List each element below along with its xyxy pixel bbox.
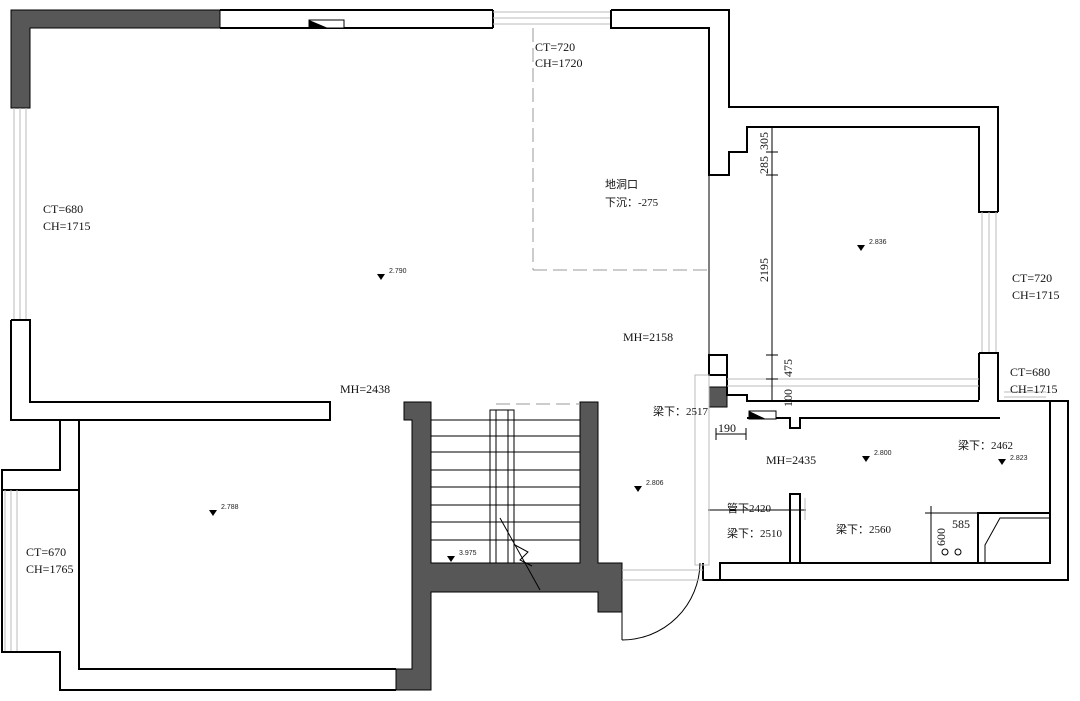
elev-bath: 2.800: [874, 450, 892, 457]
dim-600: 600: [934, 528, 948, 546]
level-marker-bedroom-right: [857, 245, 865, 251]
label-beam-2462: 梁下：2462: [958, 438, 1013, 452]
label-beam-2517: 梁下：2517: [653, 404, 708, 418]
level-marker-hall: [634, 486, 642, 492]
level-marker-stair: [447, 556, 455, 562]
column-stair: [395, 401, 623, 691]
label-beam-2510: 梁下：2510: [727, 526, 782, 540]
dim-305: 305: [757, 132, 771, 150]
elev-bedroom-left: 2.788: [221, 504, 239, 511]
window-right: [981, 212, 997, 353]
dim-100: 100: [781, 389, 795, 407]
level-marker-bedroom-left: [209, 510, 217, 516]
interior-walls: [431, 175, 1051, 566]
elev-stair: 3.975: [459, 550, 477, 557]
elev-bedroom-right: 2.836: [869, 239, 887, 246]
label-pipe-2420: 管下2420: [727, 501, 771, 515]
level-marker-balcony: [998, 459, 1006, 465]
label-ct-right: CT=720: [1012, 271, 1052, 285]
label-ct-top: CT=720: [535, 40, 575, 54]
label-ct-right-2: CT=680: [1010, 365, 1050, 379]
elev-balcony: 2.823: [1010, 455, 1028, 462]
label-mh-2435: MH=2435: [766, 453, 816, 467]
floor-opening: [532, 28, 709, 271]
label-floor-opening: 地洞口: [605, 178, 638, 191]
window-top: [493, 11, 611, 25]
elev-hall: 2.806: [646, 480, 664, 487]
staircase: [431, 403, 580, 591]
door-bottom: [621, 562, 703, 641]
exterior-walls: [1, 9, 1069, 691]
door-bath: [748, 410, 777, 420]
door-top: [308, 19, 345, 29]
label-ch-right: CH=1715: [1012, 288, 1059, 302]
dimension-lines: [715, 127, 978, 563]
annotations: CT=720 CH=1720 CT=680 CH=1715 CT=720 CH=…: [26, 40, 1059, 576]
window-left-lower: [4, 490, 18, 652]
label-ch-right-2: CH=1715: [1010, 382, 1057, 396]
window-balcony: [1004, 391, 1046, 398]
label-ch-left: CH=1715: [43, 219, 90, 233]
label-beam-2560: 梁下：2560: [836, 522, 891, 536]
dim-475: 475: [781, 359, 795, 377]
label-ct-bottom-left: CT=670: [26, 545, 66, 559]
level-marker-bath: [862, 456, 870, 462]
label-mh-2438: MH=2438: [340, 382, 390, 396]
window-left: [13, 108, 27, 320]
column-top-left: [10, 9, 221, 109]
level-marker-living: [377, 274, 385, 280]
dim-285: 285: [757, 156, 771, 174]
label-floor-sink: 下沉：-275: [605, 196, 659, 209]
label-ch-top: CH=1720: [535, 56, 582, 70]
dim-585: 585: [952, 517, 970, 531]
elev-living: 2.790: [389, 268, 407, 275]
label-ch-bottom-left: CH=1765: [26, 562, 73, 576]
label-ct-left: CT=680: [43, 202, 83, 216]
dim-190: 190: [718, 421, 736, 435]
level-markers: [209, 245, 1006, 562]
sink-fixture: [941, 517, 1050, 563]
dim-2195: 2195: [757, 258, 771, 282]
label-mh-2158: MH=2158: [623, 330, 673, 344]
